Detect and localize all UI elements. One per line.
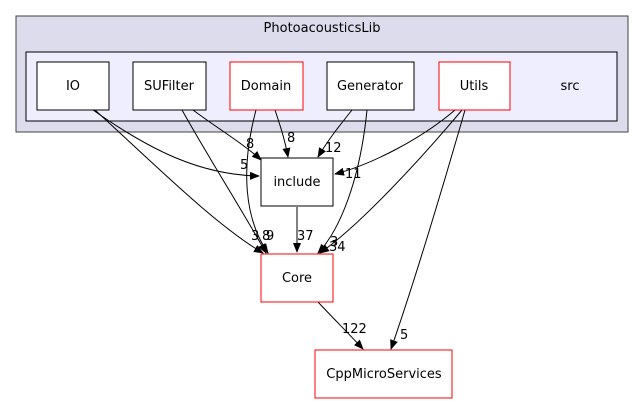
edge-label-utils-include: 11	[345, 167, 362, 182]
edge-label-io-core: 3	[251, 229, 259, 244]
cluster-src-label: src	[561, 79, 580, 94]
edge-utils-cpp	[390, 109, 466, 350]
edges	[92, 109, 466, 350]
cluster-src[interactable]	[25, 51, 618, 122]
node-include-label: include	[273, 175, 320, 190]
node-utils[interactable]: Utils	[438, 61, 511, 111]
edge-label-domain-include: 8	[287, 131, 295, 146]
edge-generator-core	[317, 109, 368, 254]
node-generator-label: Generator	[337, 79, 404, 94]
edge-label-generator-core: 3	[330, 235, 338, 250]
edge-core-cpp	[317, 301, 364, 350]
edge-label-core-cpp: 122	[342, 322, 367, 337]
edge-label-include-core: 37	[297, 229, 314, 244]
node-core-label: Core	[282, 271, 312, 286]
edge-label-sufilter-core: 9	[266, 229, 274, 244]
node-sufilter[interactable]: SUFilter	[132, 61, 207, 111]
edge-label-utils-core: 34	[329, 240, 346, 255]
edge-generator-include	[317, 109, 353, 158]
cluster-photoacousticslib-label: PhotoacousticsLib	[264, 21, 381, 36]
node-sufilter-label: SUFilter	[144, 79, 195, 94]
edge-domain-core	[246, 109, 269, 254]
edge-label-domain-core: 8	[262, 229, 270, 244]
node-io-label: IO	[66, 79, 80, 94]
edge-domain-include	[274, 109, 291, 158]
node-utils-label: Utils	[460, 79, 489, 94]
edge-label-io-include: 5	[240, 158, 248, 173]
edge-labels: 5 3 8 9 8 8 12 3 11 34 5 37 122	[240, 131, 408, 343]
edge-sufilter-core	[181, 109, 267, 254]
node-core[interactable]: Core	[260, 253, 334, 303]
edge-utils-core	[319, 109, 463, 254]
edge-sufilter-include	[192, 109, 262, 161]
node-include[interactable]: include	[260, 157, 334, 207]
edge-io-include	[92, 109, 260, 180]
edge-io-core	[94, 109, 264, 254]
edge-utils-include	[334, 109, 456, 176]
node-domain[interactable]: Domain	[229, 61, 304, 111]
node-io[interactable]: IO	[36, 61, 110, 111]
node-generator[interactable]: Generator	[326, 61, 415, 111]
edge-label-utils-cpp: 5	[400, 328, 408, 343]
node-domain-label: Domain	[241, 79, 291, 94]
edge-label-generator-include: 12	[325, 141, 342, 156]
node-cppmicroservices-label: CppMicroServices	[326, 367, 442, 382]
edge-label-sufilter-include: 8	[246, 137, 254, 152]
node-cppmicroservices[interactable]: CppMicroServices	[314, 349, 453, 399]
